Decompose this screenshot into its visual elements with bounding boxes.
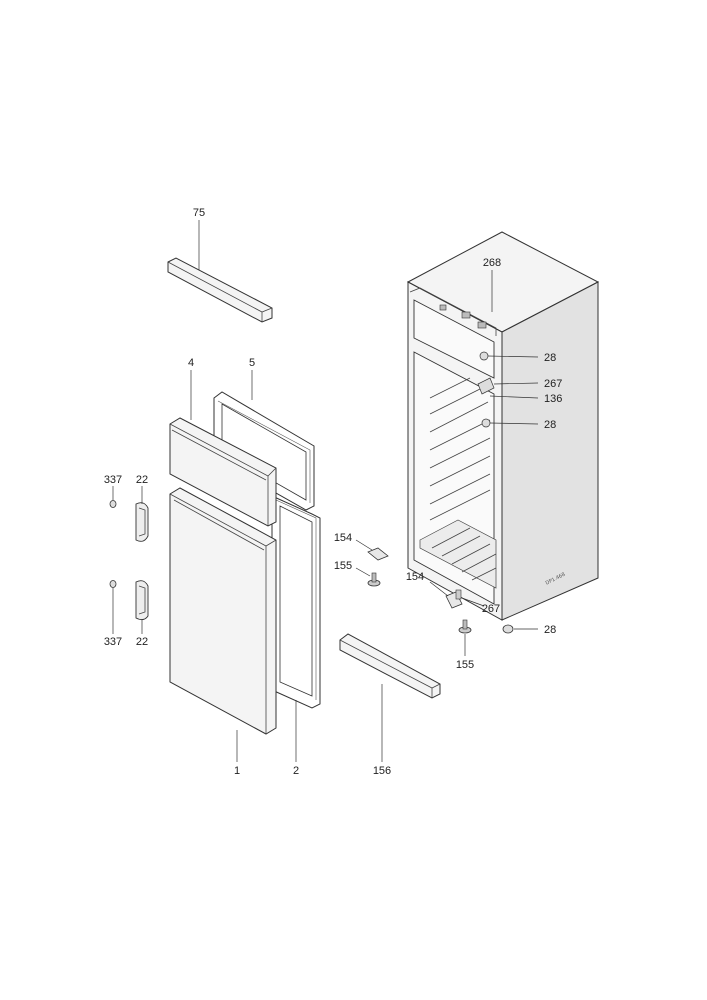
part-154-hinge-left: [355, 539, 389, 561]
callout-28-upper: 28: [544, 352, 556, 364]
callout-5: 5: [249, 357, 255, 369]
callout-136: 136: [544, 393, 562, 405]
callout-28-middle: 28: [544, 419, 556, 431]
callout-22-lower: 22: [136, 636, 148, 648]
callout-337-upper: 337: [104, 474, 122, 486]
callout-4: 4: [188, 357, 194, 369]
part-1-fridge-door: [169, 487, 277, 762]
part-155-pin-left: [355, 567, 381, 587]
callout-156: 156: [373, 765, 391, 777]
callout-268: 268: [483, 257, 501, 269]
callout-155-left: 155: [334, 560, 352, 572]
callout-267-lower: 267: [482, 603, 500, 615]
part-267-bracket-lower: [455, 589, 485, 607]
part-156-kick-plate: [339, 633, 441, 762]
callout-267-upper: 267: [544, 378, 562, 390]
part-22-handle-lower: [135, 580, 149, 634]
part-22-handle-upper: [135, 486, 149, 542]
callout-75: 75: [193, 207, 205, 219]
cabinet: [406, 231, 600, 621]
callout-154-right: 154: [406, 571, 424, 583]
part-28-foot-lower: [502, 624, 538, 634]
part-337-screw-upper: [109, 486, 117, 508]
callout-22-upper: 22: [136, 474, 148, 486]
part-75-hinge-cover: [167, 220, 273, 323]
callout-1: 1: [234, 765, 240, 777]
part-155-pin-right: [458, 619, 472, 656]
callout-154-left: 154: [334, 532, 352, 544]
callout-2: 2: [293, 765, 299, 777]
part-337-screw-lower: [109, 580, 117, 634]
callout-28-lower: 28: [544, 624, 556, 636]
callout-155-right: 155: [456, 659, 474, 671]
part-4-freezer-door: [169, 370, 277, 527]
callout-337-lower: 337: [104, 636, 122, 648]
part-2-fridge-gasket: [271, 495, 321, 762]
